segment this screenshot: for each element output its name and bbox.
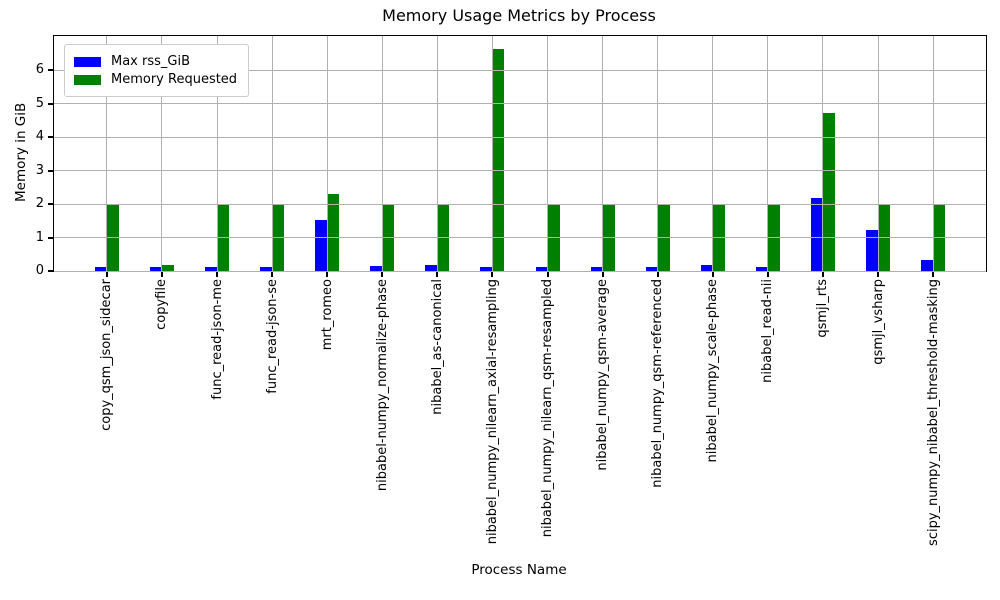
y-gridline xyxy=(54,69,986,71)
x-tick-mark xyxy=(932,272,935,277)
y-tick-mark xyxy=(48,270,53,272)
x-tick-label: nibabel_as-canonical xyxy=(429,279,445,415)
x-tick-mark xyxy=(766,272,769,277)
y-gridline xyxy=(54,103,986,105)
y-tick-mark xyxy=(48,236,53,239)
x-gridline xyxy=(547,36,549,271)
x-tick-label: scipy_numpy_nibabel_threshold-masking xyxy=(925,279,941,546)
bar-max-rss xyxy=(590,266,603,271)
y-tick-label: 0 xyxy=(35,263,44,278)
x-gridline xyxy=(216,36,218,271)
y-tick-label: 3 xyxy=(35,162,44,178)
x-gridline xyxy=(877,36,879,271)
x-tick-label: nibabel_numpy_nilearn_qsm-resampled xyxy=(540,279,556,538)
x-gridline xyxy=(767,36,769,271)
x-tick-label: nibabel_numpy_scale-phase xyxy=(705,279,721,463)
bar-max-rss xyxy=(755,266,768,271)
x-gridline xyxy=(326,36,328,271)
x-tick-label: nibabel_numpy_qsm-referenced xyxy=(650,279,666,488)
x-gridline xyxy=(271,36,273,271)
y-tick-label: 6 xyxy=(35,62,44,78)
x-tick-label: nibabel_numpy_nilearn_axial-resampling xyxy=(484,279,500,545)
y-tick-mark xyxy=(48,69,53,72)
y-gridline xyxy=(54,170,986,172)
x-tick-mark xyxy=(436,272,439,277)
legend-entry: Memory Requested xyxy=(74,72,237,87)
x-gridline xyxy=(491,36,493,271)
legend-swatch xyxy=(74,74,101,85)
chart-title: Memory Usage Metrics by Process xyxy=(382,6,656,25)
x-tick-label: qsmjl_vsharp xyxy=(870,279,886,365)
bar-max-rss xyxy=(700,264,713,271)
plot-area: Max rss_GiB Memory Requested 0 1 2 3 4 5 6 copy_… xyxy=(36,35,987,546)
x-axis-label: Process Name xyxy=(471,562,567,578)
legend-label: Memory Requested xyxy=(111,72,238,87)
bar-max-rss xyxy=(425,265,438,271)
bar-memory-requested xyxy=(327,194,340,271)
x-tick-label: mrt_romeo xyxy=(319,279,335,351)
x-tick-label: nibabel_read-nii xyxy=(760,279,776,383)
legend: Max rss_GiB Memory Requested xyxy=(64,44,250,97)
x-tick-mark xyxy=(601,272,604,277)
y-tick-mark xyxy=(48,203,53,206)
y-tick-label: 4 xyxy=(35,129,44,145)
y-gridline xyxy=(54,136,986,138)
x-tick-mark xyxy=(160,272,163,277)
x-gridline xyxy=(932,36,934,271)
x-tick-mark xyxy=(546,272,549,277)
bar-memory-requested xyxy=(822,112,835,271)
x-tick-mark xyxy=(656,272,659,277)
y-gridline xyxy=(54,203,986,205)
x-tick-label: func_read-json-se xyxy=(264,279,280,394)
x-tick-label: copyfile xyxy=(154,279,170,330)
x-tick-mark xyxy=(711,272,714,277)
bar-max-rss xyxy=(94,266,107,271)
x-gridline xyxy=(602,36,604,271)
bar-max-rss xyxy=(921,259,934,271)
bar-max-rss xyxy=(535,266,548,271)
bar-max-rss xyxy=(260,266,273,271)
x-gridline xyxy=(436,36,438,271)
x-tick-mark xyxy=(216,272,219,277)
x-tick-mark xyxy=(821,272,824,277)
x-tick-label: nibabel_numpy_qsm-average xyxy=(595,279,611,471)
y-gridline xyxy=(54,237,986,239)
x-tick-mark xyxy=(105,272,108,277)
x-gridline xyxy=(106,36,108,271)
y-tick-mark xyxy=(48,102,53,105)
x-tick-label: nibabel-numpy_normalize-phase xyxy=(374,279,390,492)
y-tick-label: 1 xyxy=(35,229,44,245)
bar-max-rss xyxy=(810,198,823,271)
x-tick-mark xyxy=(877,272,880,277)
bar-max-rss xyxy=(149,266,162,271)
x-tick-label: qsmjl_rts xyxy=(815,279,831,338)
x-gridline xyxy=(381,36,383,271)
x-gridline xyxy=(161,36,163,271)
x-gridline xyxy=(657,36,659,271)
legend-swatch xyxy=(74,56,101,67)
legend-label: Max rss_GiB xyxy=(111,54,191,69)
bar-max-rss xyxy=(866,229,879,271)
x-tick-mark xyxy=(381,272,384,277)
x-gridline xyxy=(822,36,824,271)
y-tick-label: 2 xyxy=(35,196,44,212)
y-gridline xyxy=(54,270,986,272)
bar-max-rss xyxy=(370,265,383,271)
bar-memory-requested xyxy=(161,264,174,271)
x-gridline xyxy=(712,36,714,271)
bar-max-rss xyxy=(645,266,658,271)
x-tick-label: copy_qsm_json_sidecar xyxy=(99,279,115,431)
bar-max-rss xyxy=(205,266,218,271)
x-tick-mark xyxy=(491,272,494,277)
y-tick-label: 5 xyxy=(35,95,44,111)
y-tick-mark xyxy=(48,136,53,139)
bar-max-rss xyxy=(315,220,328,271)
x-tick-mark xyxy=(326,272,329,277)
legend-entry: Max rss_GiB xyxy=(74,54,237,69)
x-tick-label: func_read-json-me xyxy=(209,279,225,400)
bar-max-rss xyxy=(480,266,493,271)
y-tick-mark xyxy=(48,169,53,172)
x-tick-mark xyxy=(271,272,274,277)
